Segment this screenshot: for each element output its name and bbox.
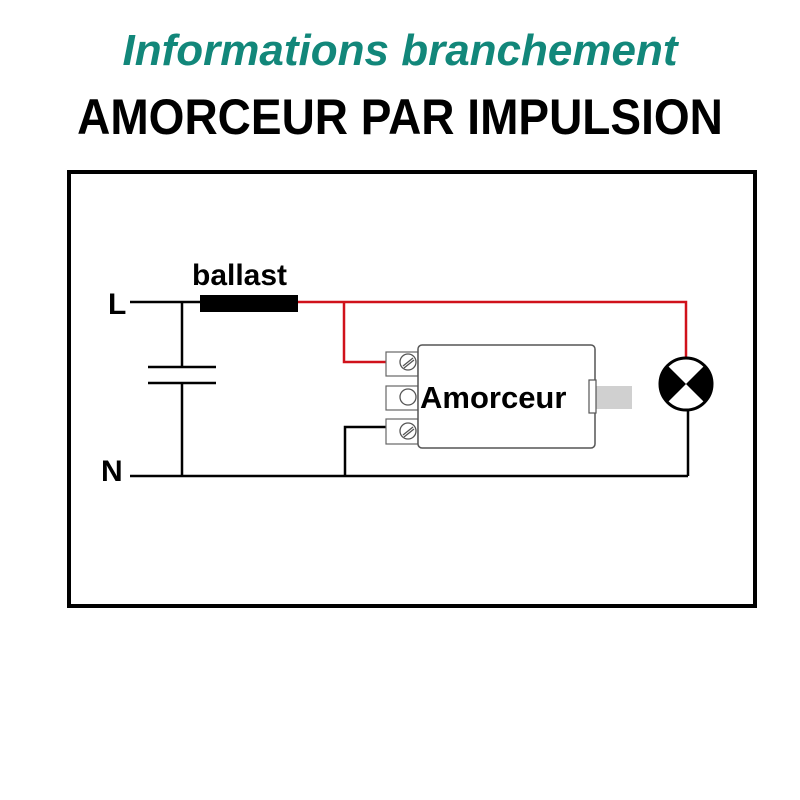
- diagram-frame: [67, 170, 757, 608]
- ballast: [200, 295, 298, 312]
- black-wires: [130, 300, 690, 478]
- capacitor: [148, 365, 216, 385]
- page-title: Informations branchement: [122, 26, 678, 75]
- terminal-screws: [399, 353, 417, 440]
- live-label: L: [108, 288, 126, 321]
- starter: [385, 344, 632, 449]
- lamp-icon: [658, 356, 714, 412]
- starter-label: Amorceur: [420, 380, 566, 415]
- page-subtitle: AMORCEUR PAR IMPULSION: [77, 89, 723, 145]
- ballast-label: ballast: [192, 259, 287, 292]
- starter-tab: [596, 386, 632, 409]
- red-wires: [298, 300, 688, 364]
- neutral-label: N: [101, 455, 123, 488]
